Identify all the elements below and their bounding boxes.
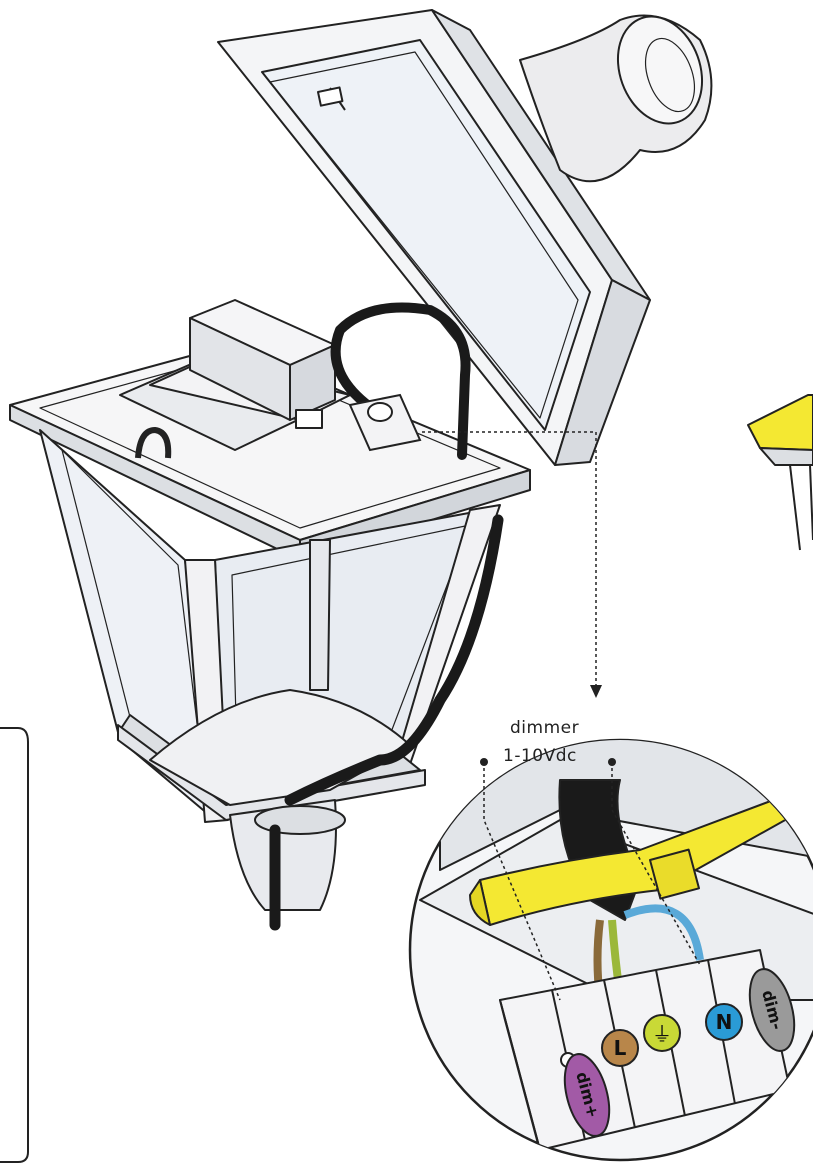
lantern-body (9, 299, 531, 911)
leader-arrow-head (590, 685, 602, 698)
dim-minus-dot (608, 758, 616, 766)
earth-text: ⏚ (652, 1022, 672, 1046)
line-text: L (614, 1036, 627, 1060)
dim-minus-badge (748, 968, 796, 1052)
leader-lines (422, 431, 701, 1001)
detail-zoom-circle: dim+ L ⏚ N dim- (408, 738, 813, 1162)
neutral-text: N (716, 1010, 733, 1034)
lantern-lid (217, 9, 713, 466)
terminal-labels: dim+ L ⏚ N dim- (563, 968, 796, 1137)
mini-terminal-block (348, 393, 422, 452)
dim-plus-dot (480, 758, 488, 766)
line-badge (601, 1029, 639, 1067)
second-lantern-partial (747, 394, 813, 551)
earth-badge (643, 1014, 681, 1052)
neutral-badge (705, 1003, 743, 1041)
power-cable (269, 302, 504, 931)
dimmer-label-line2: 1-10Vdc (503, 746, 577, 766)
dim-plus-badge (563, 1053, 611, 1137)
dimmer-label-line1: dimmer (510, 718, 580, 738)
left-frame-bracket (0, 727, 29, 1163)
